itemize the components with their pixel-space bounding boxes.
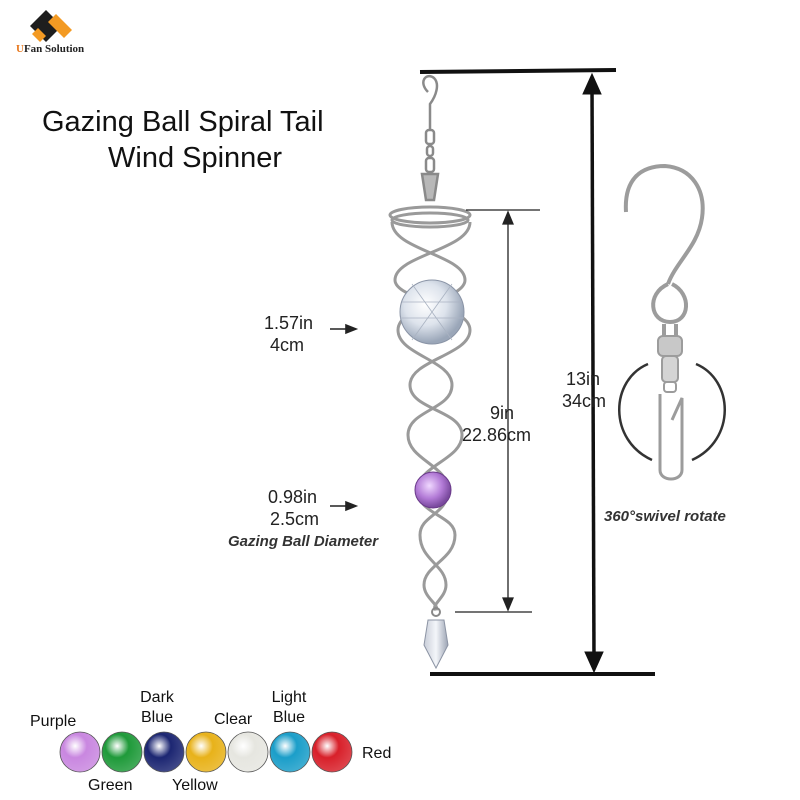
total-length-cm: 34cm	[562, 391, 607, 411]
total-length-dimension	[419, 68, 655, 676]
color-label-clear: Clear	[214, 711, 253, 728]
crystal-drop-icon	[423, 607, 449, 670]
color-label-red: Red	[362, 745, 392, 762]
color-swatch-yellow	[185, 731, 227, 773]
spiral-length-dimension	[455, 209, 540, 613]
large-ball-size-cm: 4cm	[270, 335, 305, 355]
large-ball-size-inch: 1.57in	[264, 313, 314, 333]
color-label-green: Green	[88, 777, 133, 794]
swivel-caption: 360°swivel rotate	[604, 508, 726, 525]
small-purple-ball-icon	[414, 471, 452, 509]
product-title-line2: Wind Spinner	[108, 142, 283, 174]
total-length-inch: 13in	[566, 369, 601, 389]
color-swatch-red	[311, 731, 353, 773]
brand-name: UFan Solution	[16, 43, 85, 55]
color-swatch-group	[59, 731, 353, 773]
top-hook-icon	[420, 75, 440, 202]
small-ball-size-cm: 2.5cm	[270, 509, 320, 529]
small-ball-size-inch: 0.98in	[268, 487, 318, 507]
color-swatch-clear	[227, 731, 269, 773]
product-title-line1: Gazing Ball Spiral Tail	[42, 106, 324, 138]
measure-arrow-icon	[330, 323, 359, 512]
spiral-length-inch: 9in	[490, 403, 515, 423]
spiral-tail-icon	[388, 205, 472, 612]
color-label-yellow: Yellow	[172, 777, 218, 794]
color-swatch-light-blue	[269, 731, 311, 773]
color-label-light-blue: Light Blue	[271, 689, 307, 726]
color-label-purple: Purple	[30, 713, 77, 730]
ufan-logo-icon	[30, 10, 72, 42]
color-swatch-purple	[59, 731, 101, 773]
rotation-arc-icon	[618, 362, 726, 462]
color-swatch-dark-blue	[143, 731, 185, 773]
ball-diameter-caption: Gazing Ball Diameter	[228, 533, 379, 550]
color-swatch-green	[101, 731, 143, 773]
color-label-dark-blue: Dark Blue	[140, 689, 174, 726]
swivel-hook-icon	[623, 163, 705, 481]
spiral-length-cm: 22.86cm	[462, 425, 532, 445]
